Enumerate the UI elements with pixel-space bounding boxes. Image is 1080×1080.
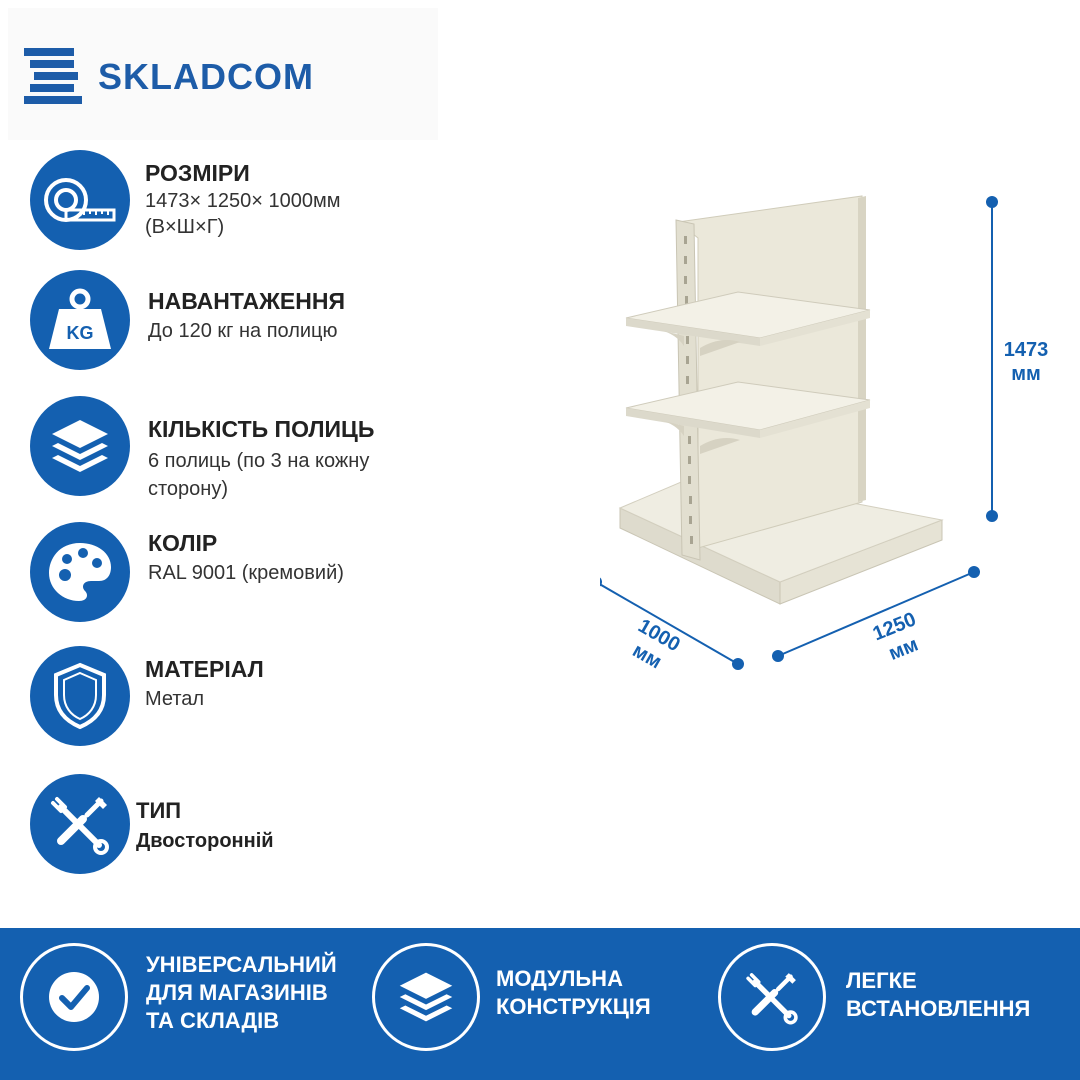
shield-icon — [54, 662, 106, 730]
spec-value: 6 полиць (по 3 на кожну — [148, 450, 370, 472]
feature-line: КОНСТРУКЦІЯ — [496, 994, 651, 1019]
spec-value-note: (В×Ш×Г) — [145, 216, 225, 238]
checkmark-icon — [49, 972, 99, 1022]
feature-line: ТА СКЛАДІВ — [146, 1008, 280, 1033]
feature-line: УНІВЕРСАЛЬНИЙ — [146, 952, 337, 977]
spec-title: КІЛЬКІСТЬ ПОЛИЦЬ — [148, 416, 375, 442]
feature-line: ЛЕГКЕ — [846, 968, 917, 993]
svg-text:KG: KG — [67, 323, 94, 343]
layers-icon — [399, 972, 453, 1022]
logo-icon — [24, 48, 82, 104]
spec-title: ТИП — [136, 798, 182, 823]
spec-value: Метал — [145, 688, 205, 710]
tape-measure-icon — [44, 178, 116, 222]
feature-line: ДЛЯ МАГАЗИНІВ — [146, 980, 328, 1005]
height-dimension-label: 1473 мм — [1003, 339, 1049, 385]
spec-value: 1473× 1250× 1000мм — [145, 190, 341, 212]
kg-weight-icon: KG — [49, 288, 111, 349]
spec-value: Двосторонній — [136, 830, 274, 852]
feature-line: ВСТАНОВЛЕННЯ — [846, 996, 1031, 1021]
spec-title: РОЗМІРИ — [145, 160, 250, 186]
feature-line: МОДУЛЬНА — [496, 966, 623, 991]
shelving-unit-image — [600, 195, 998, 670]
spec-title: НАВАНТАЖЕННЯ — [148, 288, 345, 314]
features-banner: УНІВЕРСАЛЬНИЙ ДЛЯ МАГАЗИНІВ ТА СКЛАДІВ М… — [0, 928, 1080, 1080]
layers-icon — [52, 420, 108, 472]
brand-name: SKLADCOM — [98, 56, 314, 97]
spec-value: RAL 9001 (кремовий) — [148, 562, 344, 584]
logo-area: SKLADCOM — [8, 8, 438, 140]
tools-icon — [746, 973, 798, 1025]
spec-value-cont: сторону) — [148, 478, 229, 500]
spec-title: КОЛІР — [148, 530, 218, 556]
tools-icon — [51, 797, 109, 855]
palette-icon — [49, 543, 111, 601]
spec-value: До 120 кг на полицю — [148, 320, 338, 342]
spec-title: МАТЕРІАЛ — [145, 656, 264, 682]
